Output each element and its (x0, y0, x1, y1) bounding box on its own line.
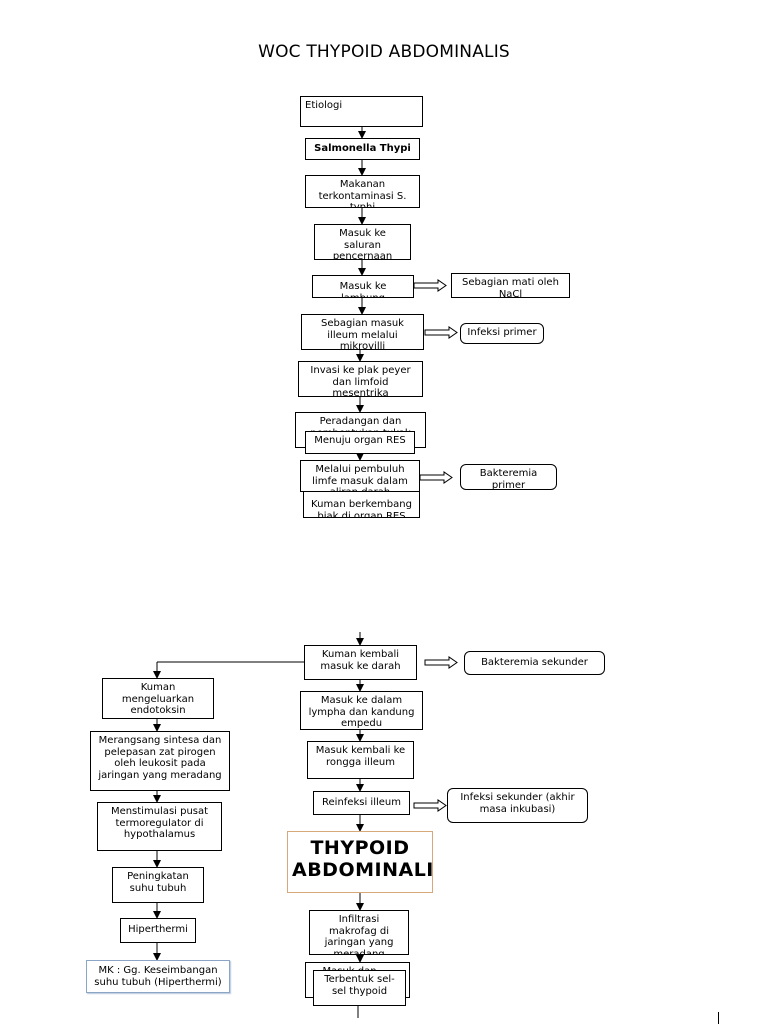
diagram-title: WOC THYPOID ABDOMINALIS (258, 42, 510, 62)
etiologi-box: Etiologi (300, 96, 423, 127)
reinfeksi-box: Reinfeksi illeum (313, 791, 410, 815)
thypoid-abdominalis-box: THYPOID ABDOMINALIS (287, 831, 433, 893)
rongga-illeum-box: Masuk kembali ke rongga illeum (307, 741, 414, 779)
menuju-res-box: Menuju organ RES (305, 431, 415, 454)
bakteremia-primer-box: Bakteremia primer (460, 464, 557, 490)
lambung-box: Masuk ke lambung (312, 275, 414, 298)
menstimulasi-box: Menstimulasi pusat termoregulator di hyp… (97, 802, 222, 851)
peningkatan-suhu-box: Peningkatan suhu tubuh (112, 867, 204, 903)
arrow-lines (153, 127, 366, 1018)
pembuluh-limfe-box: Melalui pembuluh limfe masuk dalam alira… (300, 460, 420, 492)
infeksi-primer-box: Infeksi primer (460, 323, 544, 344)
makanan-box: Makanan terkontaminasi S. typhi (305, 175, 420, 208)
sel-thypoid-box: Terbentuk sel-sel thypoid (313, 970, 406, 1006)
kuman-endotoksin-box: Kuman mengeluarkan endotoksin (102, 678, 214, 719)
mk-hiperthermi-box: MK : Gg. Keseimbangan suhu tubuh (Hipert… (86, 960, 230, 993)
illeum-box: Sebagian masuk illeum melalui mikrovilli (301, 314, 424, 350)
merangsang-box: Merangsang sintesa dan pelepasan zat pir… (90, 731, 230, 791)
hiperthermi-box: Hiperthermi (120, 918, 196, 943)
lympha-box: Masuk ke dalam lympha dan kandung empedu (300, 691, 423, 730)
bakteremia-sekunder-box: Bakteremia sekunder (464, 651, 605, 675)
invasi-box: Invasi ke plak peyer dan limfoid mesentr… (298, 361, 423, 397)
masuk-saluran-box: Masuk ke saluran pencernaan (314, 224, 411, 260)
double-arrows (413, 279, 458, 812)
salmonella-box: Salmonella Thypi (305, 138, 420, 160)
infiltrasi-box: Infiltrasi makrofag di jaringan yang mer… (309, 910, 409, 955)
kuman-kembali-box: Kuman kembali masuk ke darah (304, 645, 417, 680)
page-edge-marker (718, 1012, 719, 1024)
infeksi-sekunder-box: Infeksi sekunder (akhir masa inkubasi) (447, 788, 588, 823)
mati-nacl-box: Sebagian mati oleh NaCl (451, 273, 570, 298)
